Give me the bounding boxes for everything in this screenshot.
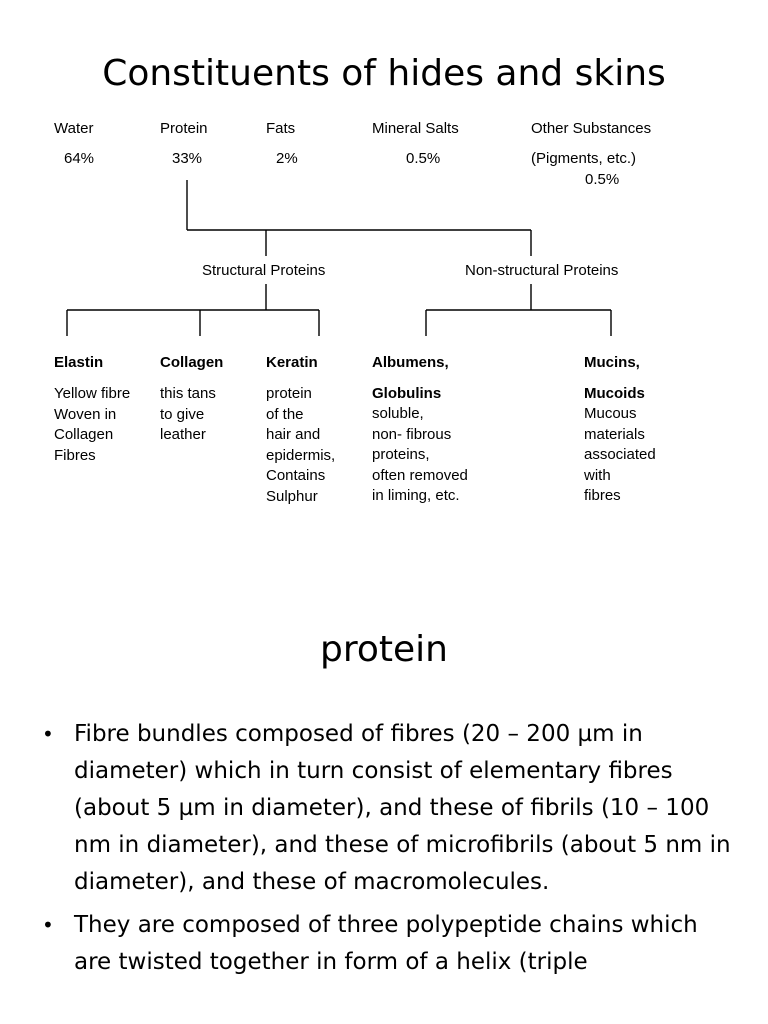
desc-line: this tans — [160, 385, 216, 402]
constituent-water-name: Water — [54, 120, 94, 137]
slide-title: Constituents of hides and skins — [102, 53, 666, 94]
protein-elastin-desc: Yellow fibre Woven in Collagen Fibres — [54, 384, 130, 466]
protein-collagen-desc: this tans to give leather — [160, 384, 216, 446]
protein-keratin-name: Keratin — [266, 354, 318, 371]
bullet-dot-icon: • — [42, 722, 54, 746]
desc-line: Mucous — [584, 405, 637, 422]
desc-line: non- fibrous — [372, 425, 452, 443]
desc-line: epidermis, — [266, 446, 336, 464]
bullet-text: They are composed of three polypeptide c… — [74, 912, 698, 975]
desc-line: hair and — [266, 426, 321, 443]
protein-collagen-name: Collagen — [160, 354, 224, 371]
desc-line: with — [584, 466, 611, 484]
desc-line: leather — [160, 426, 206, 443]
constituent-protein-name: Protein — [160, 120, 208, 137]
desc-line: materials — [584, 425, 645, 443]
protein-keratin-desc: protein of the hair and epidermis, Conta… — [266, 384, 335, 507]
protein-tree-connectors — [66, 180, 612, 336]
bullet-item: • Fibre bundles composed of fibres (20 –… — [42, 716, 732, 901]
desc-line: soluble, — [372, 405, 424, 422]
constituent-mineral-salts-value: 0.5% — [406, 150, 441, 167]
bullet-text: Fibre bundles composed of fibres (20 – 2… — [74, 721, 731, 895]
constituent-protein-value: 33% — [172, 150, 203, 167]
bullet-dot-icon: • — [42, 913, 54, 937]
protein-albumens-desc: soluble, non- fibrous proteins, often re… — [372, 404, 468, 507]
constituent-other-value: (Pigments, etc.) — [531, 150, 637, 167]
desc-line: protein — [266, 385, 312, 402]
desc-line: Fibres — [54, 446, 96, 464]
constituent-other-value-2: 0.5% — [585, 171, 620, 188]
constituent-water-value: 64% — [64, 150, 95, 167]
desc-line: fibres — [584, 487, 621, 504]
group-non-structural-proteins: Non-structural Proteins — [465, 262, 619, 279]
desc-line: Collagen — [54, 426, 114, 443]
desc-line: Sulphur — [266, 487, 318, 505]
constituent-mineral-salts-name: Mineral Salts — [372, 120, 459, 137]
bullet-item: • They are composed of three polypeptide… — [42, 907, 732, 981]
desc-line: to give — [160, 405, 205, 423]
bullet-list: • Fibre bundles composed of fibres (20 –… — [42, 716, 732, 987]
desc-line: Woven in — [54, 405, 117, 423]
desc-line: Contains — [266, 467, 326, 484]
constituent-fats-name: Fats — [266, 120, 296, 137]
section-title: protein — [320, 629, 448, 670]
constituent-fats-value: 2% — [276, 150, 298, 167]
desc-line: proteins, — [372, 446, 430, 463]
desc-line: often removed — [372, 466, 468, 484]
protein-globulins-name: Globulins — [372, 385, 442, 402]
protein-mucins-desc: Mucous materials associated with fibres — [584, 404, 656, 507]
protein-mucoids-name: Mucoids — [584, 385, 645, 402]
protein-mucins-name: Mucins, — [584, 354, 640, 371]
desc-line: associated — [584, 446, 656, 463]
constituent-other-name: Other Substances — [531, 120, 652, 137]
group-structural-proteins: Structural Proteins — [202, 262, 326, 279]
desc-line: Yellow fibre — [54, 385, 131, 402]
protein-albumens-name: Albumens, — [372, 354, 449, 371]
desc-line: in liming, etc. — [372, 487, 460, 504]
protein-elastin-name: Elastin — [54, 354, 104, 371]
desc-line: of the — [266, 405, 304, 423]
